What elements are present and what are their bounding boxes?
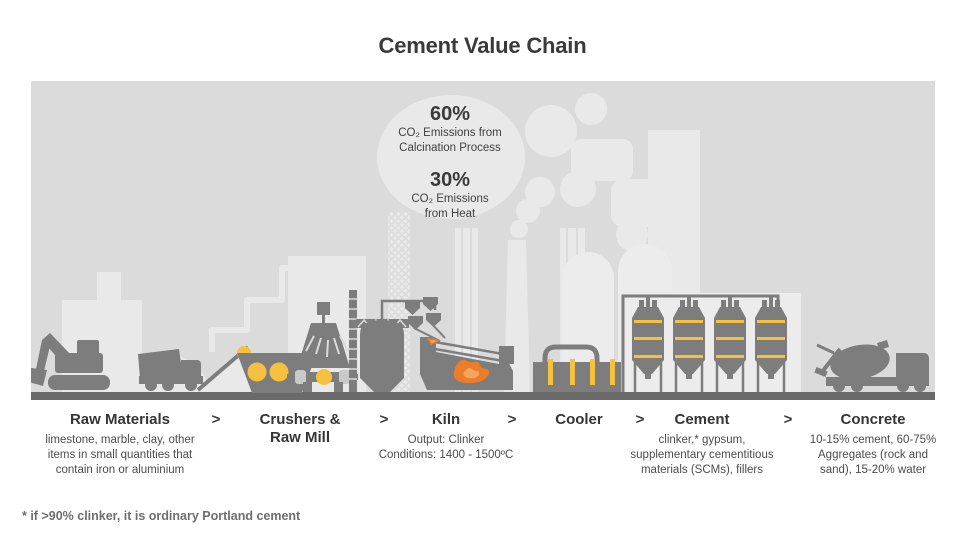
stage-description: clinker,* gypsum, supplementary cementit… [630,434,774,476]
chevron-right-icon: > [211,411,221,428]
stage-label: Cooler [555,411,603,428]
cement-plant-illustration [31,93,935,400]
cement-silos-icon [621,294,787,392]
stage-label: Concrete [840,411,906,428]
cooler-icon [533,344,621,392]
heat-emissions-text: CO₂ Emissions [411,193,489,206]
stage-label: Crushers & Raw Mill [259,411,341,446]
heat-emissions: 30% CO₂ Emissions from Heat [347,169,553,221]
excavator-icon [31,333,110,390]
chevron-right-icon: > [379,411,389,428]
stage-kiln: Kiln Output: Clinker Conditions: 1400 - … [366,411,526,463]
calcination-emissions-percent: 60% [429,103,471,125]
stage-concrete: Concrete 10-15% cement, 60-75% Aggregate… [778,411,965,478]
page-title: Cement Value Chain [378,33,587,58]
stage-description: Output: Clinker Conditions: 1400 - 1500º… [378,434,514,461]
calcination-emissions: 60% CO₂ Emissions from Calcination Proce… [347,103,553,155]
calcination-emissions-text: CO₂ Emissions from [398,127,502,139]
clinker-footnote: * if >90% clinker, it is ordinary Portla… [22,509,301,523]
chevron-right-icon: > [507,411,517,428]
preheater-icon [349,290,446,392]
stage-raw-materials: Raw Materials limestone, marble, clay, o… [20,411,220,478]
kiln-icon [420,337,514,390]
stage-label: Kiln [431,411,461,428]
stage-label: Cement [674,411,730,428]
stage-description: 10-15% cement, 60-75% Aggregates (rock a… [809,434,937,476]
dump-truck-icon [138,349,203,391]
stage-label: Raw Materials [69,411,171,428]
emissions-callout: 60% CO₂ Emissions from Calcination Proce… [347,103,553,221]
chevron-right-icon: > [783,411,793,428]
stage-cement: Cement clinker,* gypsum, supplementary c… [607,411,797,478]
mixer-truck-icon [814,340,929,392]
illustration-panel [31,81,935,400]
raw-mill-icon [287,302,358,392]
chevron-right-icon: > [635,411,645,428]
stage-crushers-raw-mill: Crushers & Raw Mill [240,411,360,451]
heat-emissions-percent: 30% [429,169,471,192]
stage-cooler: Cooler [529,411,629,433]
stage-description: limestone, marble, clay, other items in … [45,434,195,476]
smoke-cloud [377,93,669,272]
ground [31,392,935,400]
